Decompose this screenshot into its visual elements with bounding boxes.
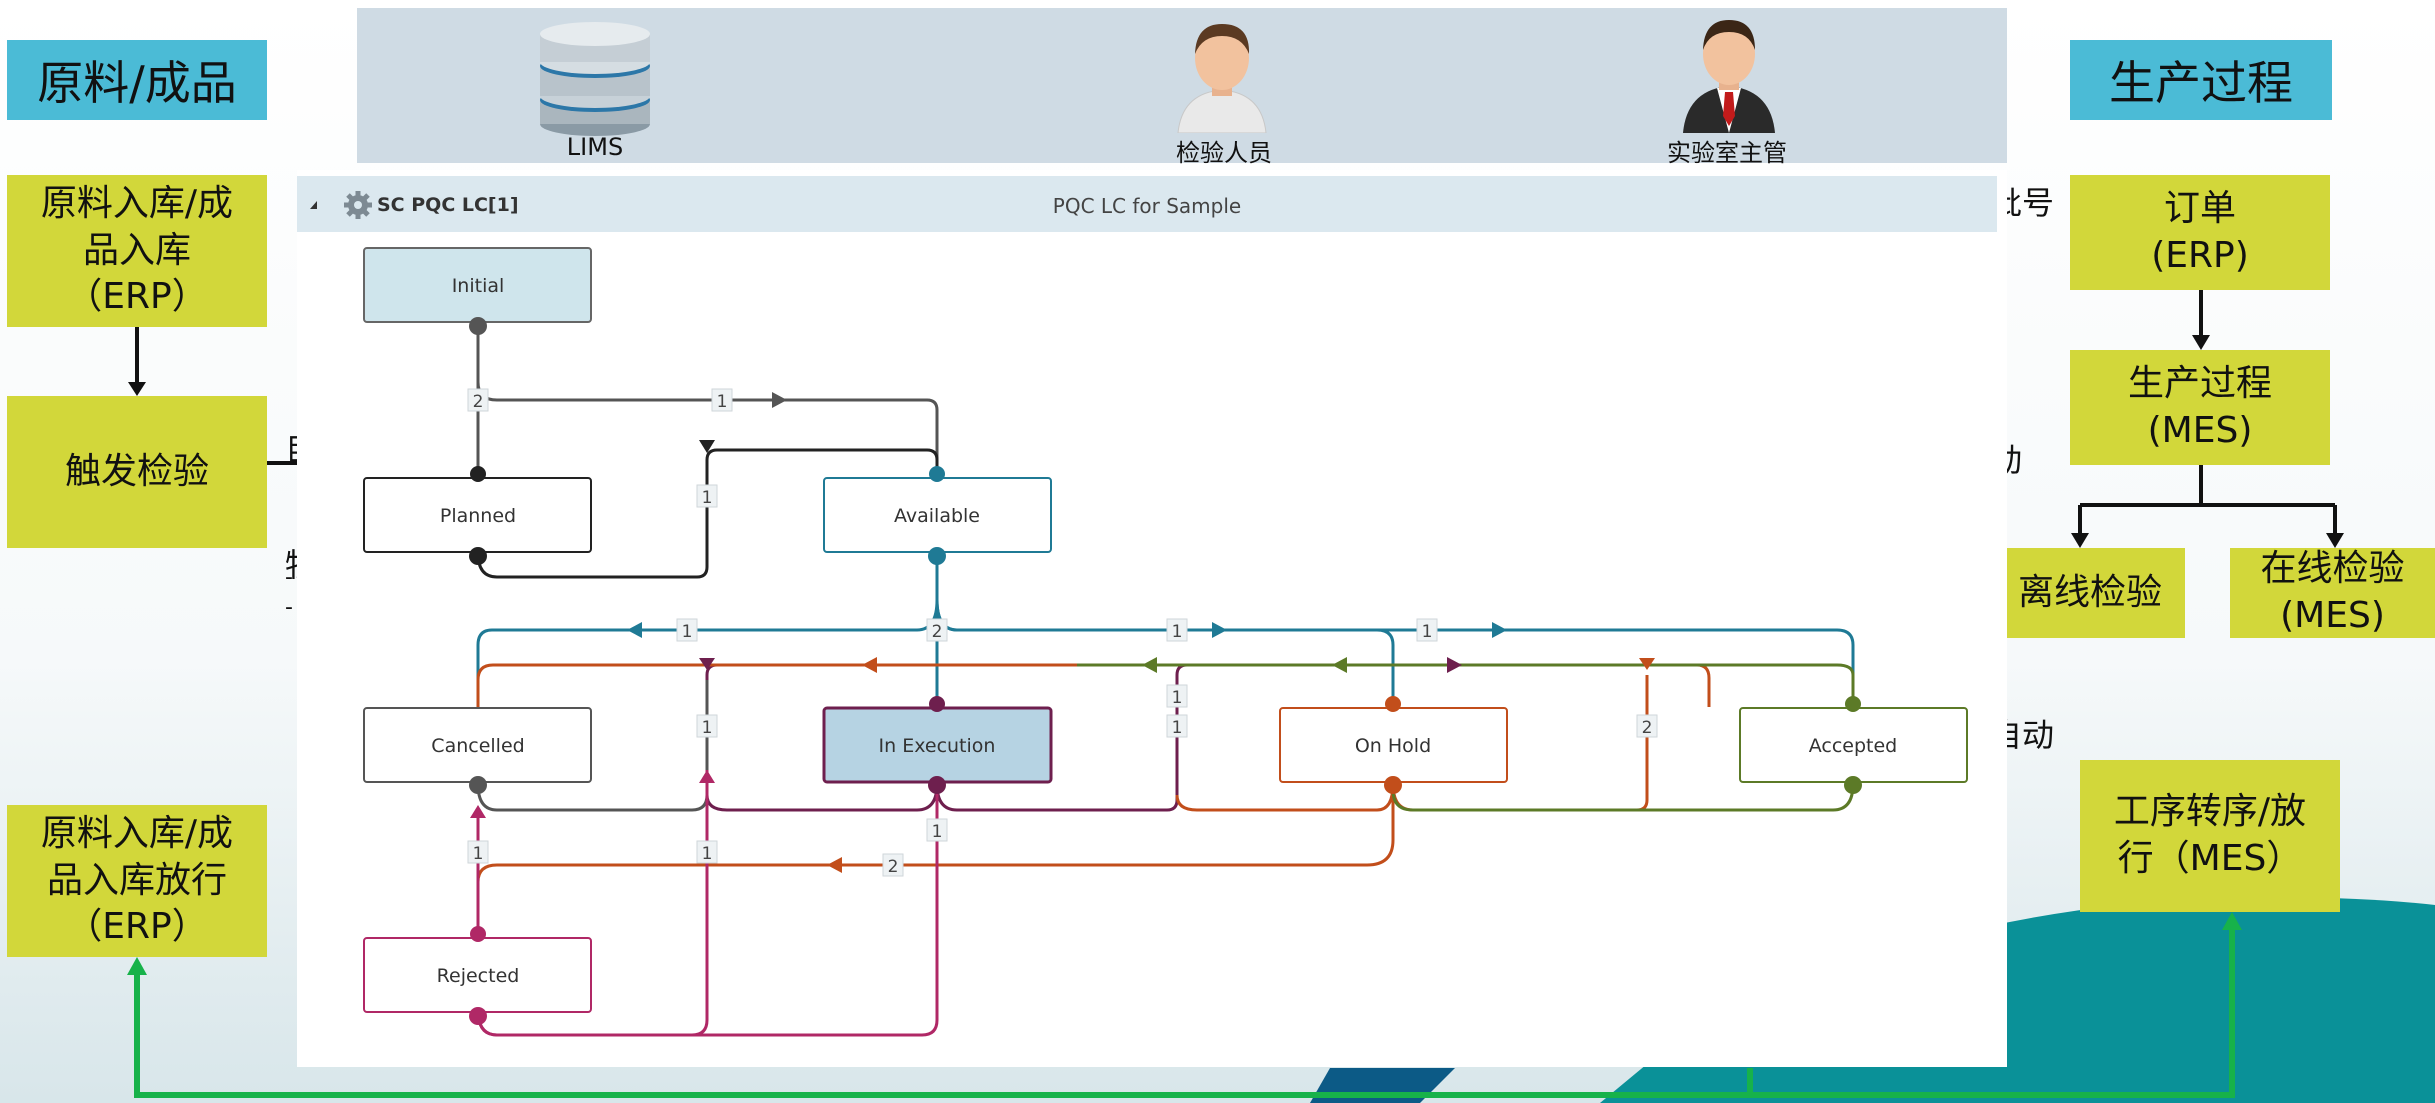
count-label: 2 [473,392,484,412]
label-on-hold: On Hold [1355,735,1431,757]
label-cancelled: Cancelled [431,735,524,757]
partial-text-left-c: - [285,565,293,590]
process-mes-box: 生产过程 (MES) [2070,350,2330,465]
trigger-inspection-box: 触发检验 [7,396,267,548]
partial-text-left-d: - [285,595,293,620]
lifecycle-header: SC PQC LC[1] PQC LC for Sample [297,176,1997,232]
release-erp-box: 原料入库/成 品入库放行 （ERP） [7,805,267,957]
count-label: 1 [702,488,713,508]
count-label: 1 [702,844,713,864]
count-label: 2 [888,857,899,877]
state-on-hold [1279,696,1508,794]
role-label-lab-manager: 实验室主管 [1667,139,1787,167]
count-label: 1 [1172,622,1183,642]
state-accepted [1739,696,1968,794]
edge-accepted [1077,663,1855,812]
production-process-header: 生产过程 [2070,40,2332,120]
transfer-release-box: 工序转序/放 行（MES） [2080,760,2340,912]
gear-icon [344,191,372,219]
count-label: 1 [717,392,728,412]
edge-execution [705,663,1697,812]
lifecycle-title: SC PQC LC[1] [377,194,519,216]
order-erp-box: 订单 (ERP) [2070,175,2330,290]
raw-material-header: 原料/成品 [7,40,267,120]
receipt-erp-box: 原料入库/成 品入库 （ERP） [7,175,267,327]
offline-inspection-box: 离线检验 [1995,548,2185,638]
transition-numbers: 2 1 1 1 2 1 1 1 1 1 2 1 1 1 2 [467,388,1658,877]
state-planned [363,466,592,565]
collapse-triangle-icon[interactable] [309,200,319,210]
lifecycle-description: PQC LC for Sample [1052,194,1242,218]
count-label: 2 [932,622,943,642]
label-accepted: Accepted [1809,735,1898,757]
lifecycle-panel: SC PQC LC[1] PQC LC for Sample [297,170,2007,1067]
label-rejected: Rejected [437,965,520,987]
count-label: 1 [682,622,693,642]
roles-bar: LIMS 检验人员 实验室主管 [357,8,2007,167]
count-label: 1 [1172,718,1183,738]
state-cancelled [363,707,592,794]
count-label: 2 [1642,718,1653,738]
role-label-lims: LIMS [566,133,624,161]
count-label: 1 [932,822,943,842]
edge-planned-available [476,448,939,579]
label-planned: Planned [440,505,516,527]
inspector-person-icon [1177,24,1267,133]
lab-manager-icon [1683,20,1775,133]
arrowheads [470,392,1655,873]
count-label: 1 [473,844,484,864]
lifecycle-diagram: Initial Planned Available Cancelled In E… [363,247,1968,1037]
state-available [823,466,1052,565]
label-available: Available [894,505,980,527]
count-label: 1 [1422,622,1433,642]
count-label: 1 [702,718,713,738]
online-inspection-box: 在线检验 (MES) [2230,548,2435,638]
edge-onhold [476,663,1711,933]
label-initial: Initial [452,275,505,297]
role-label-inspector: 检验人员 [1176,139,1272,167]
state-in-execution [822,696,1053,794]
database-icon [540,22,650,136]
state-initial [363,247,592,335]
state-rejected [363,926,592,1025]
label-in-execution: In Execution [879,735,996,757]
count-label: 1 [1172,688,1183,708]
